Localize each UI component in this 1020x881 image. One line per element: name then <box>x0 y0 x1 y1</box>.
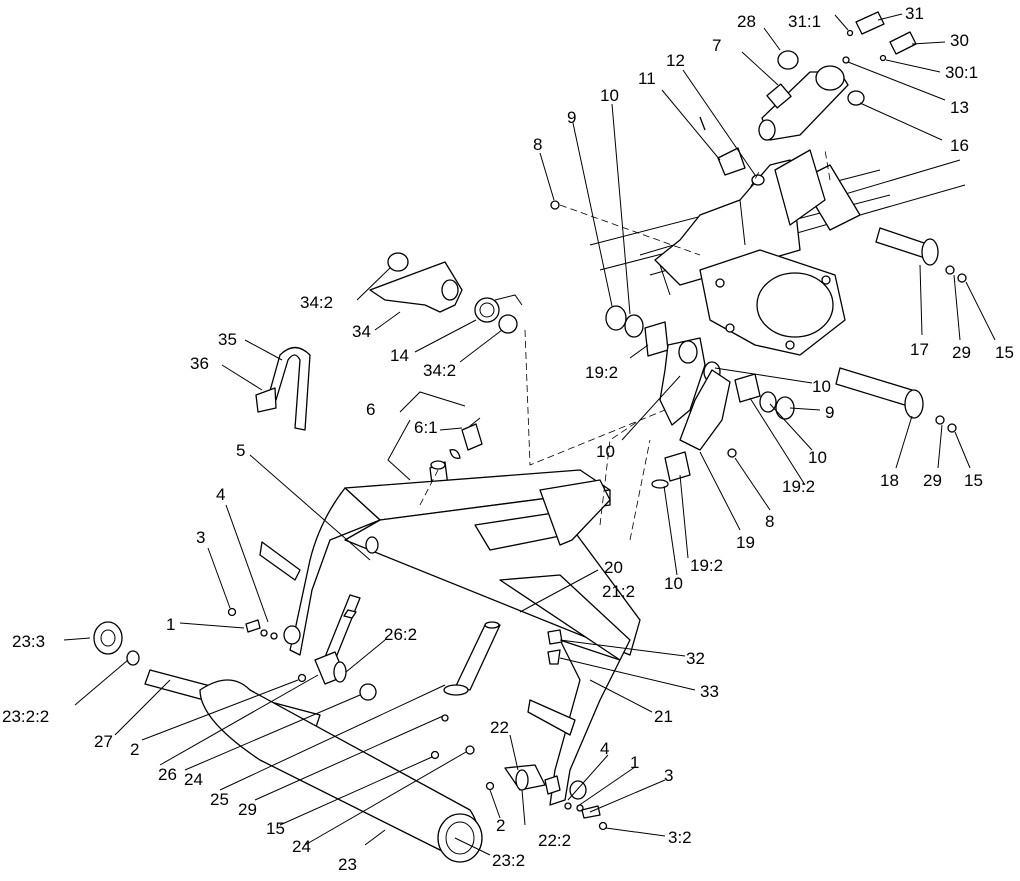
callout-29-bottom: 29 <box>238 800 257 819</box>
callout-3-left: 3 <box>196 528 205 547</box>
callout-21-2: 21:2 <box>602 582 635 601</box>
callout-30: 30 <box>950 31 969 50</box>
callout-11: 11 <box>638 69 656 88</box>
callout-35: 35 <box>218 330 237 349</box>
callout-2-left: 2 <box>130 740 139 759</box>
callout-24-top: 24 <box>184 770 203 789</box>
callout-26: 26 <box>158 765 177 784</box>
callout-8-top: 8 <box>533 135 542 154</box>
callout-4-right: 4 <box>600 739 609 758</box>
callout-2-right: 2 <box>496 816 505 835</box>
mounting-frame <box>589 149 966 356</box>
clevis-pin <box>699 116 765 186</box>
tube <box>443 621 501 696</box>
callout-4-left: 4 <box>216 485 225 504</box>
callout-3-right: 3 <box>664 766 673 785</box>
callout-23-2: 23:2 <box>492 851 525 870</box>
callout-15-bottom: 15 <box>266 819 285 838</box>
callout-31-1: 31:1 <box>788 12 821 31</box>
hydraulic-cylinder <box>758 50 865 141</box>
spring-bracket <box>369 252 523 334</box>
callout-10-top: 10 <box>600 86 619 105</box>
leader-lines <box>63 13 996 856</box>
roller <box>93 621 483 863</box>
callout-23-2-2: 23:2:2 <box>2 707 49 726</box>
followers <box>314 651 546 791</box>
callout-7: 7 <box>712 36 721 55</box>
callout-34: 34 <box>352 322 371 341</box>
callout-6: 6 <box>366 400 375 419</box>
callout-1-right: 1 <box>630 753 639 772</box>
callout-24-bottom: 24 <box>292 837 311 856</box>
callout-15-top: 15 <box>995 343 1014 362</box>
callout-22-2: 22:2 <box>538 831 571 850</box>
main-frame <box>259 469 641 806</box>
callout-10-right: 10 <box>808 448 827 467</box>
callout-27: 27 <box>94 732 113 751</box>
callout-19-2-left: 19:2 <box>585 363 618 382</box>
callout-18: 18 <box>880 471 899 490</box>
callout-23-3: 23:3 <box>12 632 45 651</box>
callout-28: 28 <box>737 12 756 31</box>
callout-19-2-bottom: 19:2 <box>690 556 723 575</box>
callout-34-2-bottom: 34:2 <box>423 361 456 380</box>
callout-29-top: 29 <box>952 343 971 362</box>
center-lines <box>419 149 831 541</box>
callout-32: 32 <box>686 649 705 668</box>
callout-17: 17 <box>910 340 929 359</box>
callout-10-mid-left: 10 <box>596 442 615 461</box>
callout-33: 33 <box>700 682 719 701</box>
callout-8-right: 8 <box>765 512 774 531</box>
linkage-rod <box>324 536 379 661</box>
pivot-pins <box>835 227 967 433</box>
callout-29-mid: 29 <box>923 471 942 490</box>
callout-34-2-top: 34:2 <box>300 293 333 312</box>
callout-12: 12 <box>666 51 685 70</box>
callout-9-top: 9 <box>567 108 576 127</box>
callout-19-2-right: 19:2 <box>782 477 815 496</box>
callout-31: 31 <box>905 4 924 23</box>
callout-labels: 31:1 31 30 30:1 13 16 28 7 12 11 10 9 8 … <box>2 4 1014 874</box>
callout-15-mid: 15 <box>964 471 983 490</box>
callout-22: 22 <box>490 718 509 737</box>
callout-26-2: 26:2 <box>384 625 417 644</box>
callout-1-left: 1 <box>166 615 175 634</box>
lock-latch <box>255 346 311 431</box>
hardware <box>227 607 608 831</box>
callout-25: 25 <box>210 790 229 809</box>
callout-16: 16 <box>950 136 969 155</box>
callout-30-1: 30:1 <box>945 63 978 82</box>
hydraulic-fittings <box>842 11 917 64</box>
callout-19: 19 <box>736 533 755 552</box>
callout-13: 13 <box>950 98 969 117</box>
callout-21: 21 <box>654 707 673 726</box>
callout-23: 23 <box>338 855 357 874</box>
callout-36: 36 <box>190 354 209 373</box>
callout-10-bottom: 10 <box>664 574 683 593</box>
callout-10-mid-right: 10 <box>812 377 831 396</box>
callout-9-right: 9 <box>825 403 834 422</box>
callout-5: 5 <box>236 441 245 460</box>
callout-14: 14 <box>390 346 409 365</box>
callout-6-1: 6:1 <box>414 418 438 437</box>
callout-20: 20 <box>604 558 623 577</box>
pivot-arms <box>659 337 731 451</box>
callout-3-2: 3:2 <box>668 828 692 847</box>
